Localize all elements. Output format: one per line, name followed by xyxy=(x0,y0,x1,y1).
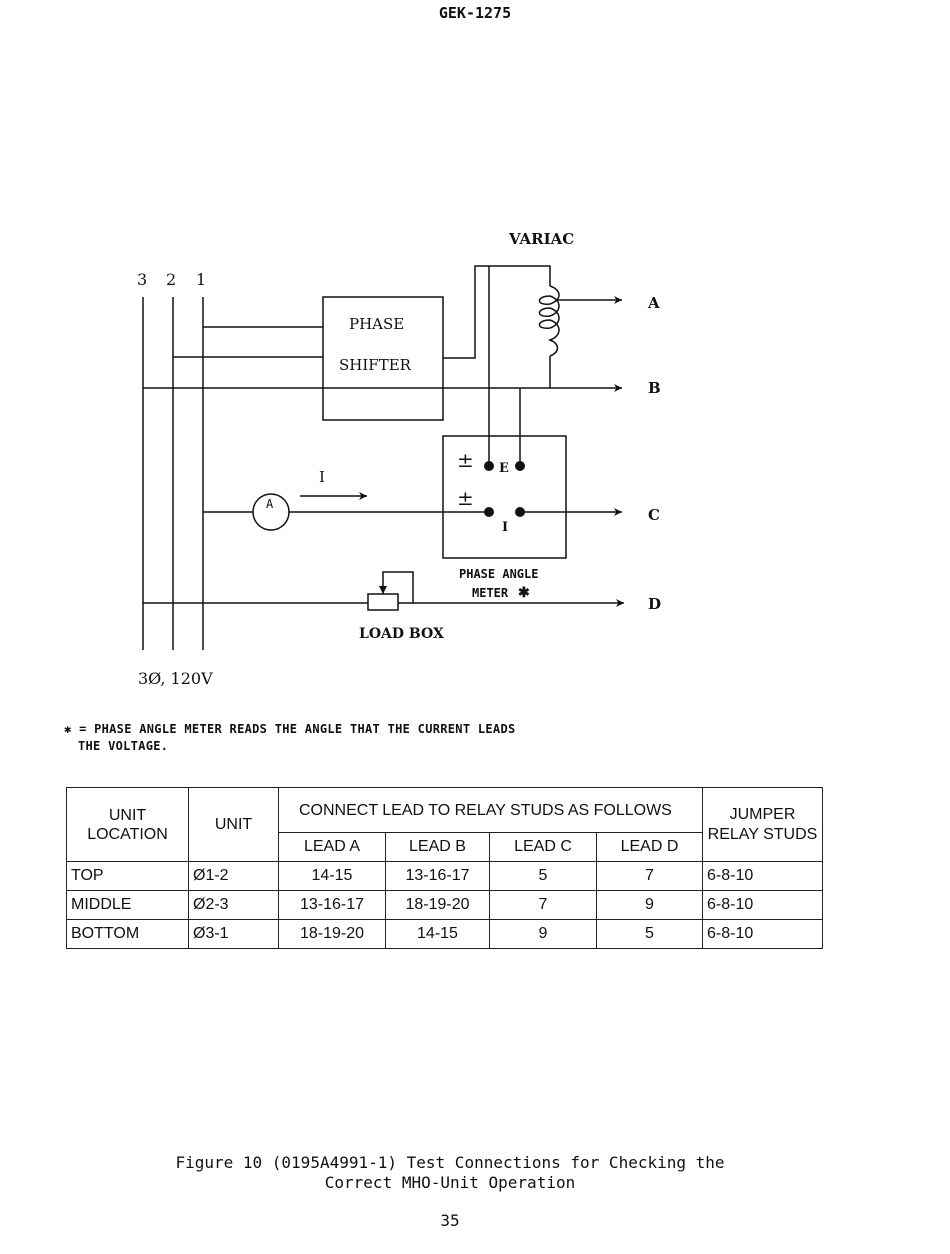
cell-lead-b: 13-16-17 xyxy=(385,861,490,891)
table-header-row-1: UNIT LOCATION UNIT CONNECT LEAD TO RELAY… xyxy=(66,787,823,862)
meter-i-label: I xyxy=(502,520,508,535)
variac-label: VARIAC xyxy=(508,230,574,248)
header-lead-d: LEAD D xyxy=(596,832,703,862)
cell-lead-c: 7 xyxy=(489,890,597,920)
cell-lead-d: 5 xyxy=(596,919,703,949)
connection-table: UNIT LOCATION UNIT CONNECT LEAD TO RELAY… xyxy=(66,787,823,949)
cell-unit: Ø1-2 xyxy=(188,861,279,891)
phase-shifter-label-1: PHASE xyxy=(349,315,404,333)
note-line-1: = PHASE ANGLE METER READS THE ANGLE THAT… xyxy=(79,722,516,736)
header-jumper-studs: JUMPER RELAY STUDS xyxy=(702,787,823,862)
terminal-e xyxy=(515,461,525,471)
header-lead-c: LEAD C xyxy=(489,832,597,862)
cell-lead-c: 5 xyxy=(489,861,597,891)
phase-shifter-label-2: SHIFTER xyxy=(339,356,412,374)
lead-a-label: A xyxy=(647,294,660,312)
phase-label-1: 1 xyxy=(196,270,206,289)
lead-c-label: C xyxy=(648,506,660,524)
meter-label-1: PHASE ANGLE xyxy=(459,567,538,581)
cell-unit: Ø3-1 xyxy=(188,919,279,949)
caption-line-1: Figure 10 (0195A4991-1) Test Connections… xyxy=(175,1153,725,1172)
lead-b-label: B xyxy=(648,379,661,397)
cell-location: BOTTOM xyxy=(66,919,189,949)
cell-location: TOP xyxy=(66,861,189,891)
terminal-e-plus xyxy=(484,461,494,471)
cell-lead-d: 9 xyxy=(596,890,703,920)
document-id: GEK-1275 xyxy=(438,4,512,22)
terminal-i-plus xyxy=(484,507,494,517)
plus-minus-e: ± xyxy=(457,448,474,472)
header-lead-a: LEAD A xyxy=(278,832,386,862)
variac-coil xyxy=(538,285,560,357)
plus-minus-i: ± xyxy=(457,486,474,510)
phase-label-3: 3 xyxy=(137,270,147,289)
table-header-row-2: LEAD A LEAD B LEAD C LEAD D xyxy=(67,832,823,862)
cell-lead-a: 18-19-20 xyxy=(278,919,386,949)
cell-unit: Ø2-3 xyxy=(188,890,279,920)
header-lead-b: LEAD B xyxy=(385,832,490,862)
cell-jumper: 6-8-10 xyxy=(702,861,823,891)
header-connect-leads: CONNECT LEAD TO RELAY STUDS AS FOLLOWS xyxy=(278,787,703,833)
table-row: TOP Ø1-2 14-15 13-16-17 5 7 6-8-10 xyxy=(66,861,823,891)
lead-d-label: D xyxy=(648,595,661,613)
cell-lead-a: 13-16-17 xyxy=(278,890,386,920)
meter-terminals xyxy=(484,461,525,517)
header-unit-location: UNIT LOCATION xyxy=(66,787,189,862)
cell-jumper: 6-8-10 xyxy=(702,919,823,949)
meter-asterisk: ✱ xyxy=(518,585,530,601)
cell-jumper: 6-8-10 xyxy=(702,890,823,920)
current-label: I xyxy=(319,468,325,486)
cell-lead-c: 9 xyxy=(489,919,597,949)
load-box xyxy=(367,593,399,611)
cell-lead-a: 14-15 xyxy=(278,861,386,891)
supply-label: 3Ø, 120V xyxy=(138,669,213,688)
note-line-2: THE VOLTAGE. xyxy=(78,739,169,753)
caption-line-2: Correct MHO-Unit Operation xyxy=(324,1173,576,1192)
terminal-i xyxy=(515,507,525,517)
phase-angle-meter-box xyxy=(442,435,567,559)
figure-caption: Figure 10 (0195A4991-1) Test Connections… xyxy=(0,1153,900,1193)
test-connection-diagram: 3 2 1 VARIAC PHASE SHIFTER A B C D A I ±… xyxy=(137,230,661,688)
cell-lead-d: 7 xyxy=(596,861,703,891)
cell-lead-b: 18-19-20 xyxy=(385,890,490,920)
page-number: 35 xyxy=(440,1211,460,1230)
cell-location: MIDDLE xyxy=(66,890,189,920)
note-asterisk: ✱ xyxy=(64,722,72,736)
meter-label-2: METER xyxy=(472,586,509,600)
table-row: BOTTOM Ø3-1 18-19-20 14-15 9 5 6-8-10 xyxy=(66,919,823,949)
table-row: MIDDLE Ø2-3 13-16-17 18-19-20 7 9 6-8-10 xyxy=(66,890,823,920)
ammeter-label: A xyxy=(266,497,274,511)
load-box-label: LOAD BOX xyxy=(359,626,444,642)
header-unit: UNIT xyxy=(188,787,279,862)
meter-e-label: E xyxy=(499,461,509,476)
meter-note: ✱ = PHASE ANGLE METER READS THE ANGLE TH… xyxy=(64,721,516,755)
cell-lead-b: 14-15 xyxy=(385,919,490,949)
phase-label-2: 2 xyxy=(166,270,176,289)
